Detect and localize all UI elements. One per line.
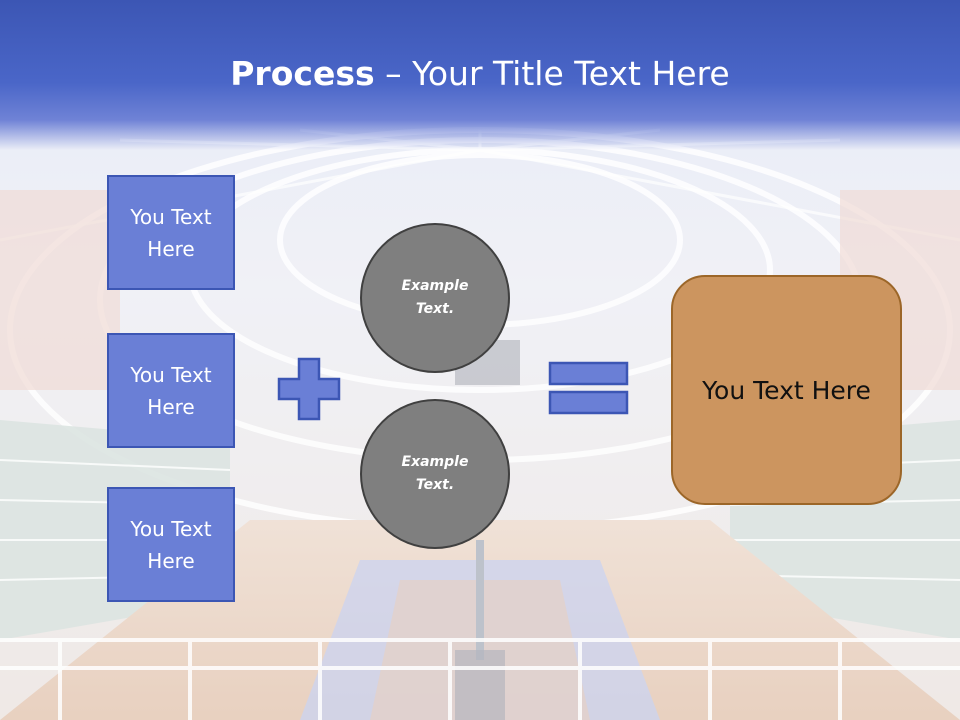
result-text-label: You Text Here [702,375,871,405]
title-bold-word: Process [230,54,375,93]
left-text-box-label: You Text Here [130,362,212,419]
plus-icon [277,357,341,421]
slide-title: Process – Your Title Text Here [0,52,960,96]
example-circle-label: Example Text. [401,454,469,493]
title-rest: – Your Title Text Here [374,54,730,93]
left-text-box-3[interactable]: You Text Here [107,487,235,602]
left-text-box-label: You Text Here [130,204,212,261]
equals-icon [548,361,629,415]
left-text-box-1[interactable]: You Text Here [107,175,235,290]
left-text-box-2[interactable]: You Text Here [107,333,235,448]
title-bar [0,0,960,150]
example-circle-label: Example Text. [401,278,469,317]
result-text-box[interactable]: You Text Here [671,275,902,505]
left-text-box-label: You Text Here [130,516,212,573]
example-circle-1[interactable]: Example Text. [360,223,510,373]
example-circle-2[interactable]: Example Text. [360,399,510,549]
